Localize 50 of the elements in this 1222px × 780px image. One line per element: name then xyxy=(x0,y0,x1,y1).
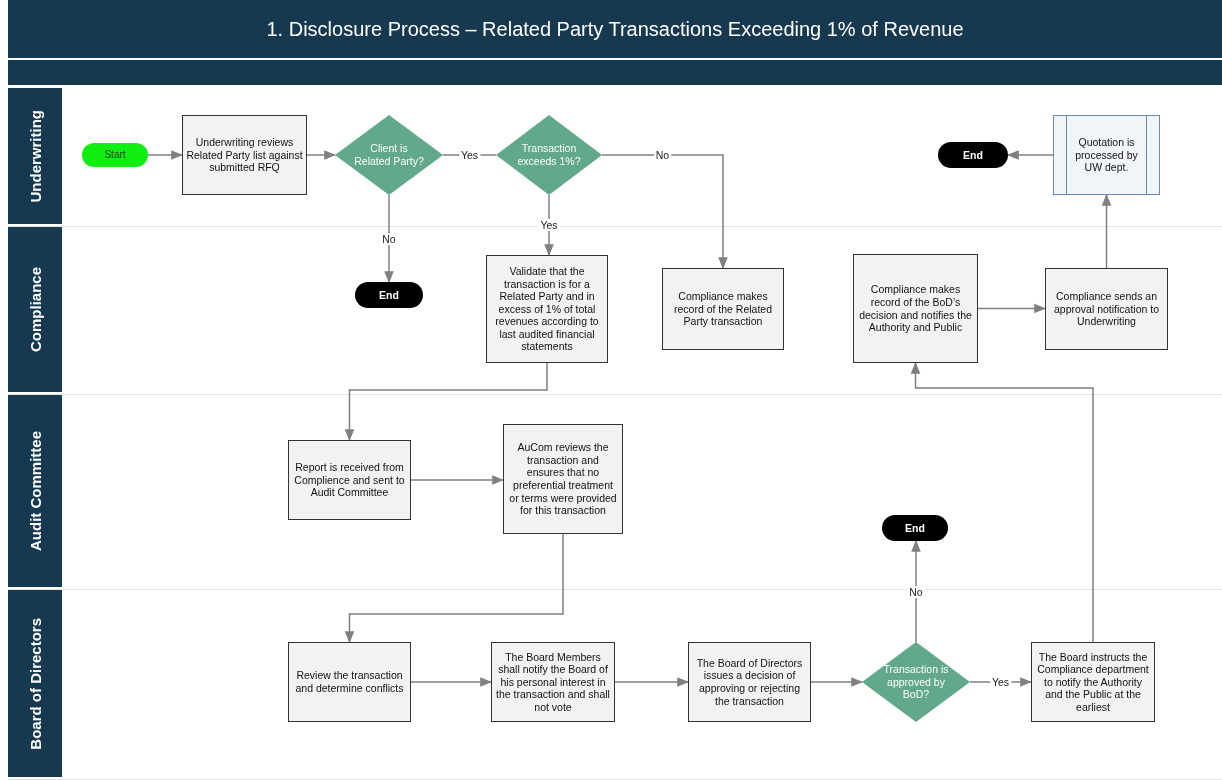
lane-header: Board of Directors xyxy=(8,590,62,779)
process-box: Validate that the transaction is for a Related Party and in excess of 1% of total revenues according to last audited financial statements xyxy=(486,255,608,363)
start-terminator: Start xyxy=(82,143,148,167)
arrow xyxy=(614,677,690,687)
process-box: The Board Members shall notify the Board of his personal interest in the transaction and shall not vote xyxy=(491,642,615,722)
swimlane xyxy=(8,395,1222,590)
arrow xyxy=(910,361,1094,643)
lane-header: Audit Committee xyxy=(8,395,62,589)
arrow xyxy=(1101,193,1112,269)
arrow xyxy=(384,194,394,284)
swimlane xyxy=(8,227,1222,395)
decision-diamond: Client is Related Party? xyxy=(335,115,443,195)
arrow xyxy=(410,475,505,485)
title-bar: 1. Disclosure Process – Related Party Transactions Exceeding 1% of Revenue xyxy=(8,0,1222,58)
end-terminator: End xyxy=(938,142,1008,168)
arrow xyxy=(544,194,554,257)
lane-header: Compliance xyxy=(8,227,62,394)
arrow xyxy=(601,154,728,270)
edge-label: Yes xyxy=(458,149,481,161)
predefined-process-box: Quotation is processed by UW dept. xyxy=(1053,115,1160,195)
arrow xyxy=(410,677,493,687)
edge-label: Yes xyxy=(538,219,560,231)
process-box: Compliance sends an approval notification to Underwriting xyxy=(1045,268,1168,350)
edge-label: No xyxy=(907,585,925,598)
end-terminator: End xyxy=(882,515,948,541)
arrow xyxy=(1006,150,1054,160)
arrow xyxy=(810,677,864,687)
decision-diamond: Transaction is approved by BoD? xyxy=(862,642,970,722)
process-box: Compliance makes record of the BoD’s decision and notifies the Authority and Public xyxy=(853,254,978,363)
arrow xyxy=(911,539,921,643)
end-terminator: End xyxy=(355,282,423,308)
arrow xyxy=(344,533,564,644)
process-box: The Board of Directors issues a decision of approving or rejecting the transaction xyxy=(688,642,811,722)
swimlane xyxy=(8,590,1222,780)
process-box: AuCom reviews the transaction and ensures that no preferential treatment or terms were provided for this transaction xyxy=(503,424,623,534)
arrow xyxy=(147,150,184,160)
arrow xyxy=(306,150,337,160)
process-box: Review the transaction and determine conflicts xyxy=(288,642,411,722)
decision-diamond: Transaction exceeds 1%? xyxy=(496,115,602,195)
process-box: Report is received from Complience and sent to Audit Committee xyxy=(288,440,411,520)
arrow xyxy=(977,303,1047,314)
edge-label: No xyxy=(653,149,672,161)
process-box: Underwriting reviews Related Party list against submitted RFQ xyxy=(182,115,307,195)
process-box: The Board instructs the Compliance department to notify the Authority and the Public at the earliest xyxy=(1031,642,1155,722)
arrow xyxy=(344,362,548,442)
edge-label: No xyxy=(380,232,398,245)
edge-label: Yes xyxy=(989,676,1012,688)
lane-header: Underwriting xyxy=(8,88,62,226)
swimlane xyxy=(8,88,1222,227)
process-box: Compliance makes record of the Related Party transaction xyxy=(662,268,784,350)
